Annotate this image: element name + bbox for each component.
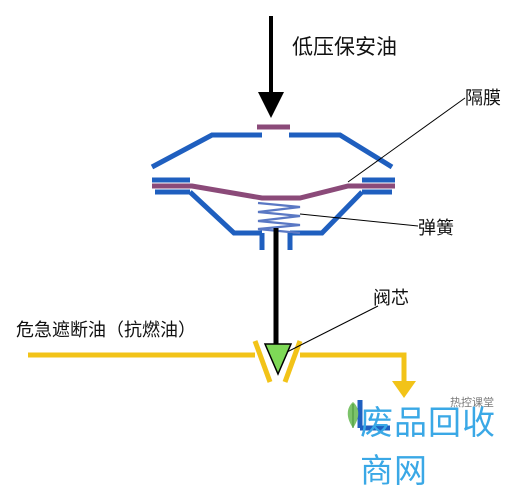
watermark-text: 废品回收商网 xyxy=(360,403,496,490)
valve-seat-right xyxy=(282,340,303,383)
label-emergency-trip-oil: 危急遮断油（抗燃油） xyxy=(16,320,196,341)
valve-diagram xyxy=(28,16,466,431)
spring xyxy=(257,201,301,235)
watermark: 废品回收商网 热控课堂 xyxy=(342,396,529,490)
housing-top-left xyxy=(150,132,262,170)
watermark-sub-text: 热控课堂 xyxy=(450,396,494,409)
valve-core xyxy=(263,343,293,376)
housing-bottom-right xyxy=(290,190,364,236)
housing-top-right xyxy=(289,132,394,170)
label-low-pressure-oil: 低压保安油 xyxy=(292,35,397,59)
diaphragm xyxy=(152,183,395,201)
leader-diaphragm xyxy=(347,97,466,183)
label-diaphragm: 隔膜 xyxy=(465,88,501,109)
input-oil-arrow-head xyxy=(258,92,284,118)
leader-valve-core xyxy=(286,305,379,353)
leaf-icon xyxy=(347,402,359,428)
label-spring: 弹簧 xyxy=(418,218,454,239)
valve-seat-left xyxy=(252,340,273,383)
trip-oil-pipe-right xyxy=(300,352,407,384)
trip-oil-outlet-arrow xyxy=(392,381,416,398)
label-valve-core: 阀芯 xyxy=(373,288,409,309)
leader-spring xyxy=(299,213,419,227)
housing-bottom-left xyxy=(188,190,262,236)
